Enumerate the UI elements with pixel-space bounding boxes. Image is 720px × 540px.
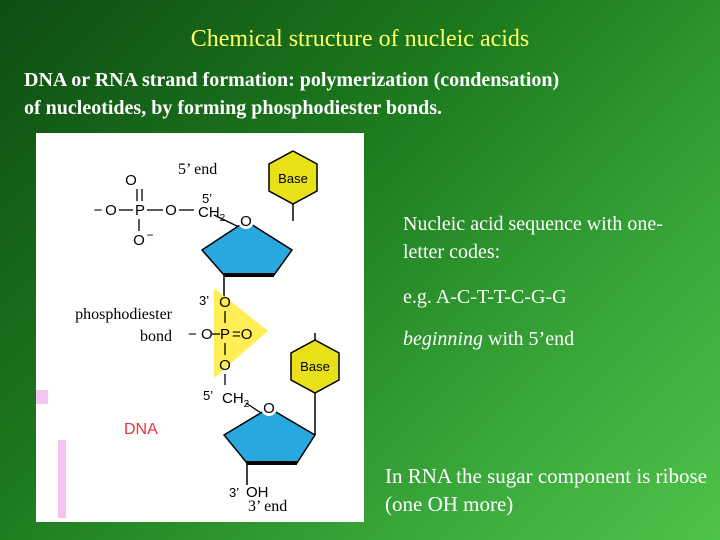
atom-p-top: P [135, 202, 145, 219]
base-hexagon-lower: Base [290, 333, 340, 435]
ring-oxygen-lower: O [263, 400, 275, 417]
left-stripe-decoration [36, 390, 48, 404]
prime3-mid: 3’ [199, 293, 209, 308]
atom-minus-bottom: − [146, 228, 153, 242]
atom-eq-o-mid: =O [232, 326, 252, 343]
phosphodiester-linkage: 3’ O − O P =O O 5’ CH2 [188, 288, 268, 416]
oh-lower: OH [246, 484, 269, 501]
sequence-example: e.g. A-C-T-T-C-G-G [403, 286, 567, 308]
atom-o-right: O [165, 202, 177, 219]
atom-p-mid: P [220, 326, 230, 343]
rna-note: In RNA the sugar component is ribose (on… [385, 464, 707, 516]
ch2-lower: CH2 [222, 390, 250, 410]
phosphodiester-bond-label: phosphodiester bond [52, 304, 172, 348]
atom-o-bottom: O [133, 232, 145, 249]
base-hexagon-top: Base [268, 150, 318, 221]
atom-o-left: O [105, 202, 117, 219]
five-prime-end-label: 5’ end [178, 161, 218, 178]
phosphodiester-label-line-1: phosphodiester [75, 306, 172, 323]
intro-line-2: of nucleotides, by forming phosphodieste… [24, 97, 443, 119]
phosphate-group-top: O − O P O O − 5’ CH2 [94, 172, 242, 249]
ring-oxygen-top: O [240, 213, 252, 230]
beginning-rest: with 5’end [483, 328, 575, 350]
three-prime-end-label: 3’ end [248, 498, 288, 515]
prime3-lower: 3’ [229, 485, 239, 500]
left-stripe-decoration-2 [58, 440, 66, 518]
base-label-top: Base [278, 171, 308, 186]
atom-o-mid-left: O [201, 326, 213, 343]
nucleotide-structure-svg: O − O P O O − 5’ CH2 Base [94, 150, 340, 501]
prime5-lower: 5’ [203, 388, 213, 403]
atom-o-top: O [125, 172, 137, 189]
base-label-lower: Base [300, 359, 330, 374]
dna-label: DNA [124, 421, 158, 438]
atom-o-mid-lower: O [219, 357, 231, 374]
sequence-beginning-note: beginning with 5’end [403, 325, 574, 353]
sugar-pentagon-lower: O 3’ OH [222, 400, 317, 501]
prime5-top: 5’ [202, 191, 212, 206]
sugar-pentagon-top: O [200, 213, 294, 298]
atom-minus-mid: − [188, 326, 197, 343]
slide-title: Chemical structure of nucleic acids [190, 26, 530, 52]
atom-o-mid-upper: O [219, 294, 231, 311]
beginning-word: beginning [403, 328, 483, 350]
intro-line-1: DNA or RNA strand formation: polymerizat… [24, 69, 560, 91]
atom-minus-left: − [94, 202, 103, 219]
sequence-heading: Nucleic acid sequence with one-letter co… [403, 213, 663, 263]
ch2-top: CH2 [198, 204, 226, 224]
intro-text: DNA or RNA strand formation: polymerizat… [24, 66, 704, 122]
phosphodiester-label-line-2: bond [140, 328, 172, 345]
